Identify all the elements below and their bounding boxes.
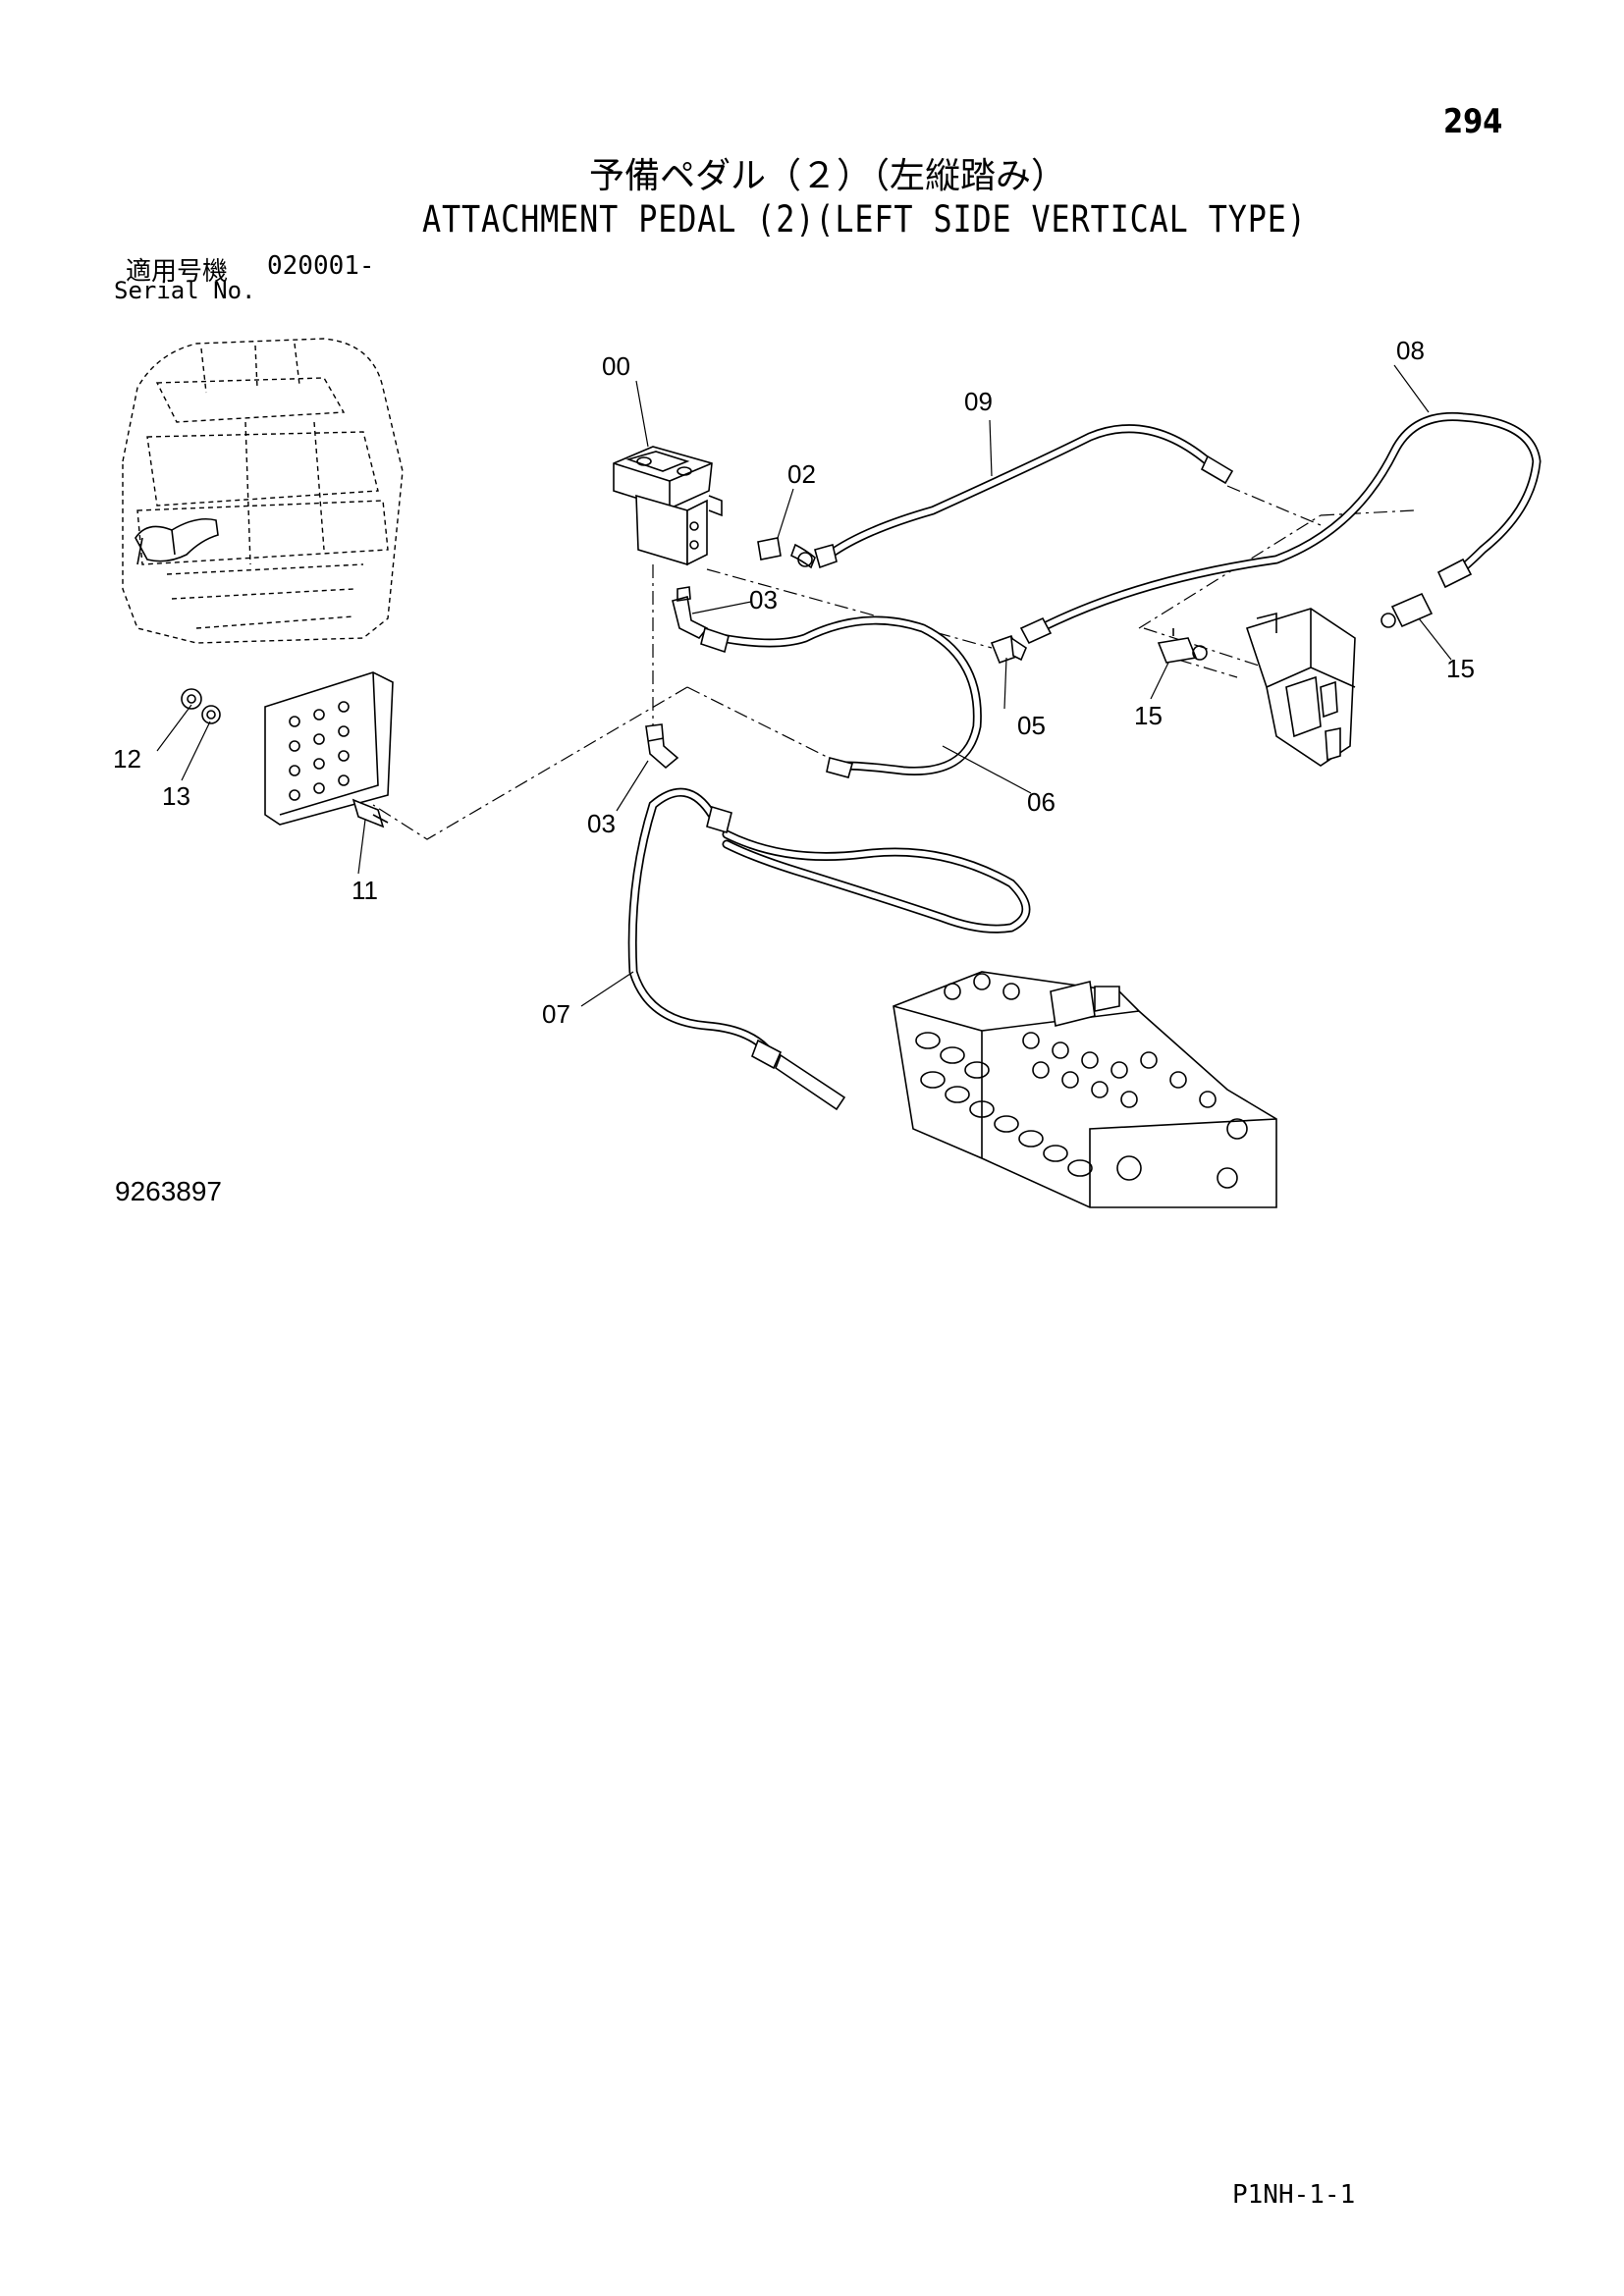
fitting-15-left bbox=[1157, 628, 1208, 664]
fitting-05 bbox=[990, 634, 1027, 665]
callout-labels: 00 02 03 05 06 09 08 03 07 11 12 13 15 1… bbox=[113, 336, 1475, 1029]
serial-label-english: Serial No. bbox=[114, 277, 256, 304]
fitting-02 bbox=[757, 537, 816, 569]
elbow-03-upper bbox=[672, 586, 709, 640]
page-code: P1NH-1-1 bbox=[1232, 2180, 1356, 2210]
callout-15-right: 15 bbox=[1446, 654, 1475, 683]
callout-03-upper: 03 bbox=[749, 585, 778, 614]
page-number: 294 bbox=[1443, 102, 1503, 141]
attachment-pedal bbox=[613, 446, 723, 566]
callout-12: 12 bbox=[113, 744, 141, 774]
control-valve bbox=[893, 971, 1277, 1208]
callout-05: 05 bbox=[1017, 711, 1046, 740]
drawing-number: 9263897 bbox=[115, 1176, 223, 1206]
bracket-plate bbox=[181, 671, 394, 828]
elbow-03-lower bbox=[645, 723, 679, 770]
callout-07: 07 bbox=[542, 999, 570, 1029]
valve-ports bbox=[944, 973, 1248, 1189]
callout-09: 09 bbox=[964, 387, 993, 416]
callout-00: 00 bbox=[602, 351, 630, 381]
callout-15-left: 15 bbox=[1134, 701, 1163, 730]
bracket-holes bbox=[289, 701, 350, 801]
serial-label-japanese: 適用号機 bbox=[126, 257, 229, 287]
hose-06 bbox=[700, 615, 982, 778]
fitting-15-right bbox=[1380, 592, 1434, 628]
callout-03-lower: 03 bbox=[587, 809, 616, 838]
callout-11: 11 bbox=[352, 876, 378, 905]
title-japanese: 予備ペダル（２）（左縦踏み） bbox=[589, 156, 1067, 196]
callout-13: 13 bbox=[162, 781, 190, 811]
callout-08: 08 bbox=[1396, 336, 1425, 365]
serial-value: 020001- bbox=[267, 251, 375, 281]
callout-02: 02 bbox=[787, 459, 816, 489]
leader-lines bbox=[156, 364, 1452, 1007]
center-lines bbox=[372, 485, 1415, 840]
callout-06: 06 bbox=[1027, 787, 1056, 817]
valve-bracket bbox=[1245, 608, 1356, 767]
cab-outline bbox=[122, 338, 404, 644]
hose-07 bbox=[627, 787, 1031, 1111]
hose-09 bbox=[814, 424, 1234, 569]
hose-08 bbox=[1019, 411, 1542, 645]
valve-spools bbox=[915, 1032, 1093, 1177]
title-english: ATTACHMENT PEDAL (2)(LEFT SIDE VERTICAL … bbox=[422, 198, 1307, 240]
